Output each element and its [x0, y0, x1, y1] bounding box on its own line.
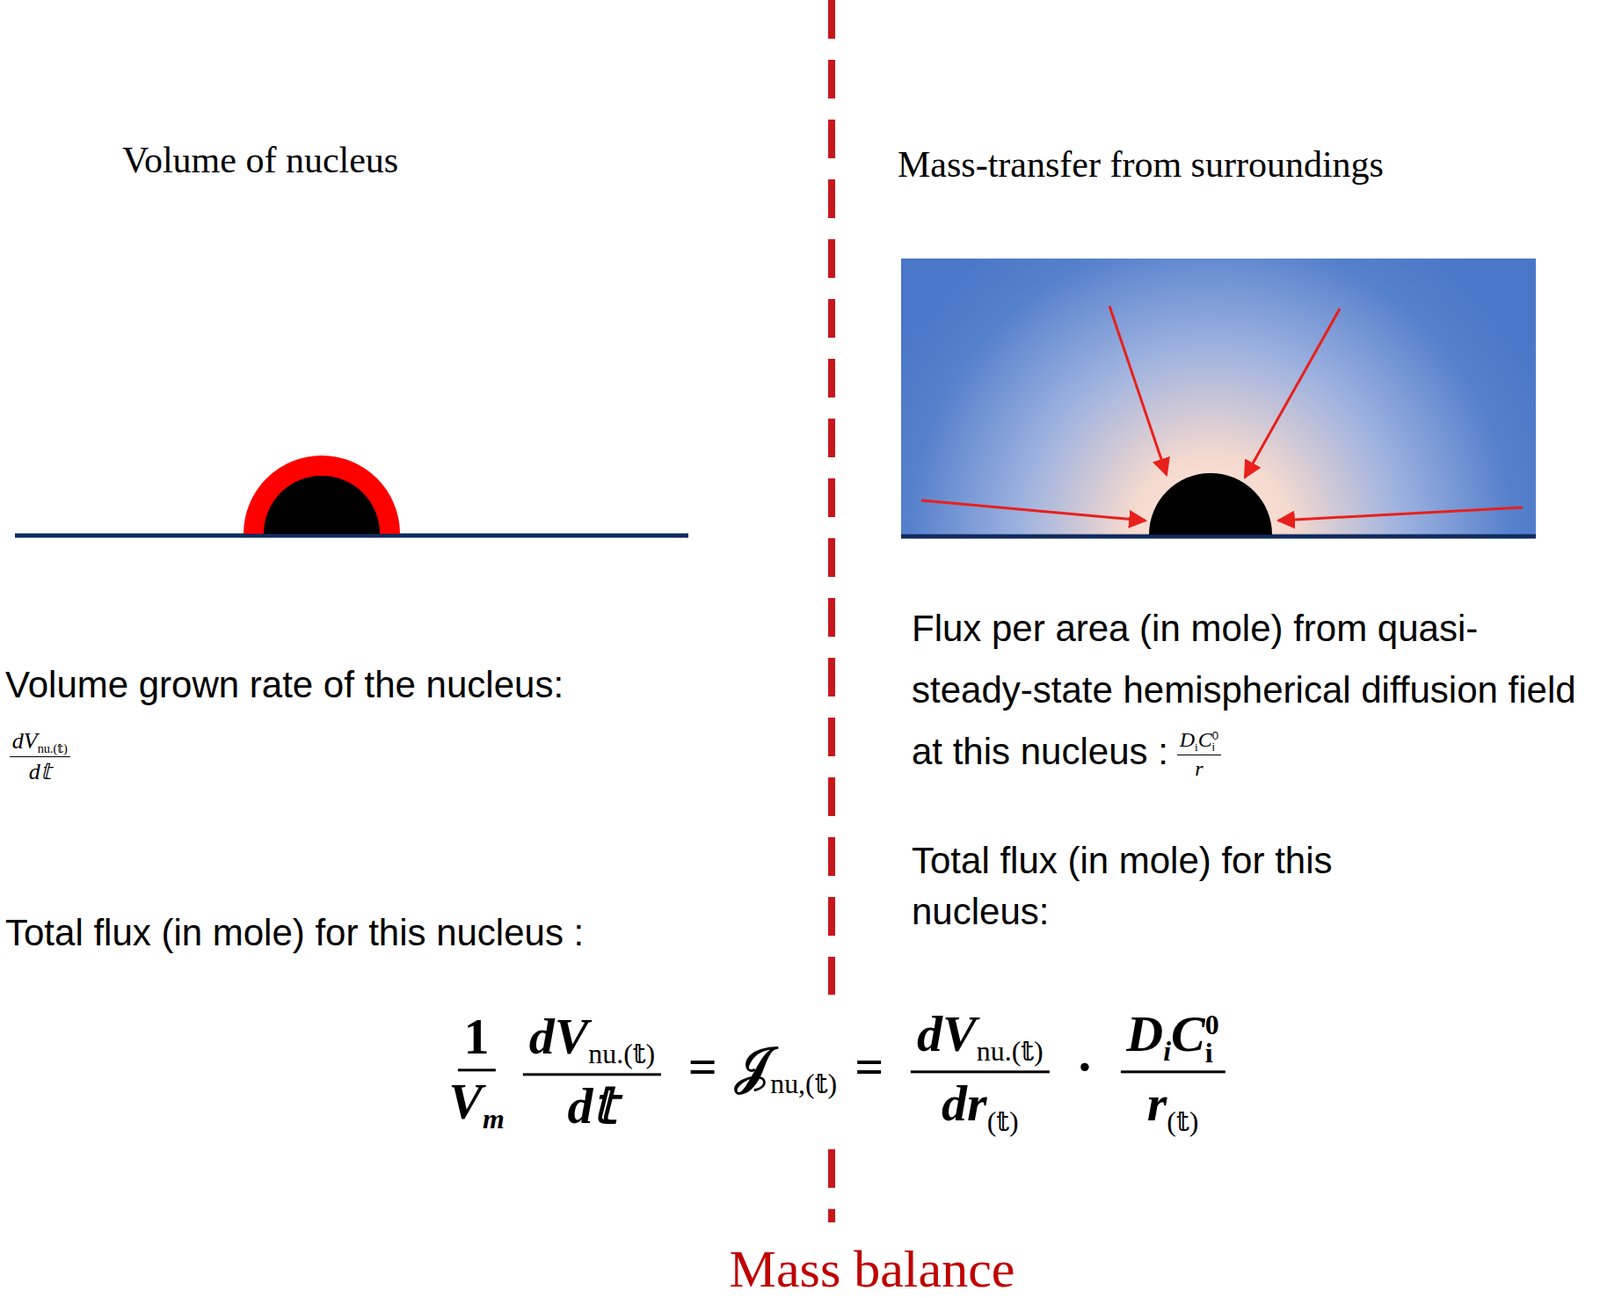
math-symbol: Mass-transfer from surroundings — [897, 144, 1384, 185]
flux-arrows — [921, 305, 1523, 521]
index-stack: 0i — [1212, 729, 1219, 753]
math-symbol: 𝒥 — [734, 1037, 771, 1095]
math-symbol: Total flux (in mole) for this nucleus: — [911, 839, 1333, 932]
description: Volume grown rate of the nucleus: — [5, 663, 564, 706]
substrate-line — [901, 534, 1536, 539]
math-symbol: 0 — [1205, 1010, 1220, 1040]
divider — [831, 0, 833, 1222]
math-symbol: r — [1147, 1075, 1168, 1133]
math-symbol: d𝕥 — [29, 758, 51, 785]
section-heading: Mass-transfer from surroundings — [897, 143, 1384, 186]
math-symbol: Flux per area (in mole) from quasi-stead… — [911, 607, 1577, 772]
math-symbol: C — [1198, 727, 1213, 751]
math-symbol: dr — [941, 1075, 988, 1133]
math-symbol: Total flux (in mole) for this nucleus : — [5, 911, 584, 953]
fraction: 1Vm — [448, 1007, 505, 1136]
math-symbol: (𝕥) — [1166, 1105, 1199, 1137]
fraction: DiC0ir — [1177, 727, 1222, 781]
math-symbol: d𝕥 — [567, 1076, 617, 1135]
numerator: 1 — [458, 1007, 496, 1071]
math-symbol: i — [1163, 1036, 1171, 1068]
math-symbol: dV — [529, 1007, 590, 1065]
index-stack: 0i — [1205, 1010, 1220, 1068]
section-heading: Volume of nucleus — [122, 138, 399, 182]
math-symbol: = — [854, 1037, 884, 1095]
math-symbol: dV — [916, 1004, 977, 1062]
math-symbol: i — [1194, 740, 1199, 754]
math-symbol: V — [448, 1072, 483, 1130]
math-symbol: · — [1076, 1037, 1093, 1095]
description: Total flux (in mole) for this nucleus : — [5, 911, 584, 954]
flux-arrow — [1109, 305, 1167, 475]
math-symbol: dV — [12, 727, 38, 754]
math-symbol: Volume grown rate of the nucleus: — [5, 663, 564, 706]
denominator: Vm — [448, 1070, 505, 1136]
fraction: dVnu.(𝕥)d𝕥 — [9, 727, 71, 785]
description: Flux per area (in mole) from quasi-stead… — [911, 597, 1598, 783]
math-symbol: nu.(𝕥) — [37, 741, 68, 756]
nucleus — [263, 475, 380, 534]
math-symbol: nu.(𝕥) — [976, 1036, 1044, 1068]
description: Total flux (in mole) for this nucleus: — [911, 835, 1404, 938]
numerator: DiC0i — [1120, 1004, 1225, 1073]
math-symbol: Volume of nucleus — [122, 139, 399, 181]
fraction: dVnu.(𝕥)dr(𝕥) — [910, 1004, 1049, 1138]
diffusion-field — [901, 258, 1536, 539]
math-symbol: i — [1212, 741, 1219, 753]
denominator: r — [1194, 755, 1203, 782]
math-symbol: nu,(𝕥) — [770, 1068, 837, 1099]
divider-line — [828, 1149, 836, 1222]
fraction: dVnu.(𝕥)d𝕥 — [523, 1007, 662, 1136]
math-symbol: 0 — [1212, 729, 1219, 742]
math-symbol: m — [482, 1103, 505, 1135]
mass-balance-label: Mass balance — [729, 1238, 1016, 1298]
numerator: dVnu.(𝕥) — [910, 1004, 1049, 1073]
math-symbol: (𝕥) — [987, 1105, 1019, 1137]
numerator: dVnu.(𝕥) — [9, 727, 71, 757]
math-symbol: D — [1126, 1004, 1164, 1062]
numerator: DiC0i — [1177, 727, 1222, 756]
math-symbol: = — [688, 1037, 718, 1095]
math-symbol: r — [1194, 756, 1203, 780]
denominator: d𝕥 — [29, 756, 51, 785]
flux-arrow — [1244, 308, 1340, 478]
numerator: dVnu.(𝕥) — [523, 1007, 662, 1076]
formula: dVnu.(𝕥)d𝕥 — [5, 727, 74, 785]
math-symbol: Mass balance — [729, 1239, 1016, 1298]
math-symbol: D — [1179, 727, 1195, 751]
divider-line — [828, 0, 836, 995]
fraction: DiC0ir(𝕥) — [1120, 1004, 1225, 1138]
math-symbol: 1 — [464, 1007, 490, 1065]
math-symbol: C — [1170, 1004, 1206, 1062]
growth-shell — [243, 455, 400, 534]
denominator: d𝕥 — [567, 1075, 617, 1136]
substrate-line — [14, 533, 689, 539]
nucleus — [1149, 472, 1273, 535]
math-symbol: nu.(𝕥) — [588, 1038, 655, 1070]
flux-arrow — [921, 500, 1146, 521]
denominator: dr(𝕥) — [941, 1073, 1019, 1139]
flux-arrow — [1278, 507, 1523, 521]
math-symbol: i — [1205, 1039, 1220, 1068]
denominator: r(𝕥) — [1147, 1073, 1200, 1139]
mass-balance-equation: 1VmdVnu.(𝕥)d𝕥=𝒥nu,(𝕥)=dVnu.(𝕥)dr(𝕥)·DiC0… — [439, 1004, 1235, 1138]
